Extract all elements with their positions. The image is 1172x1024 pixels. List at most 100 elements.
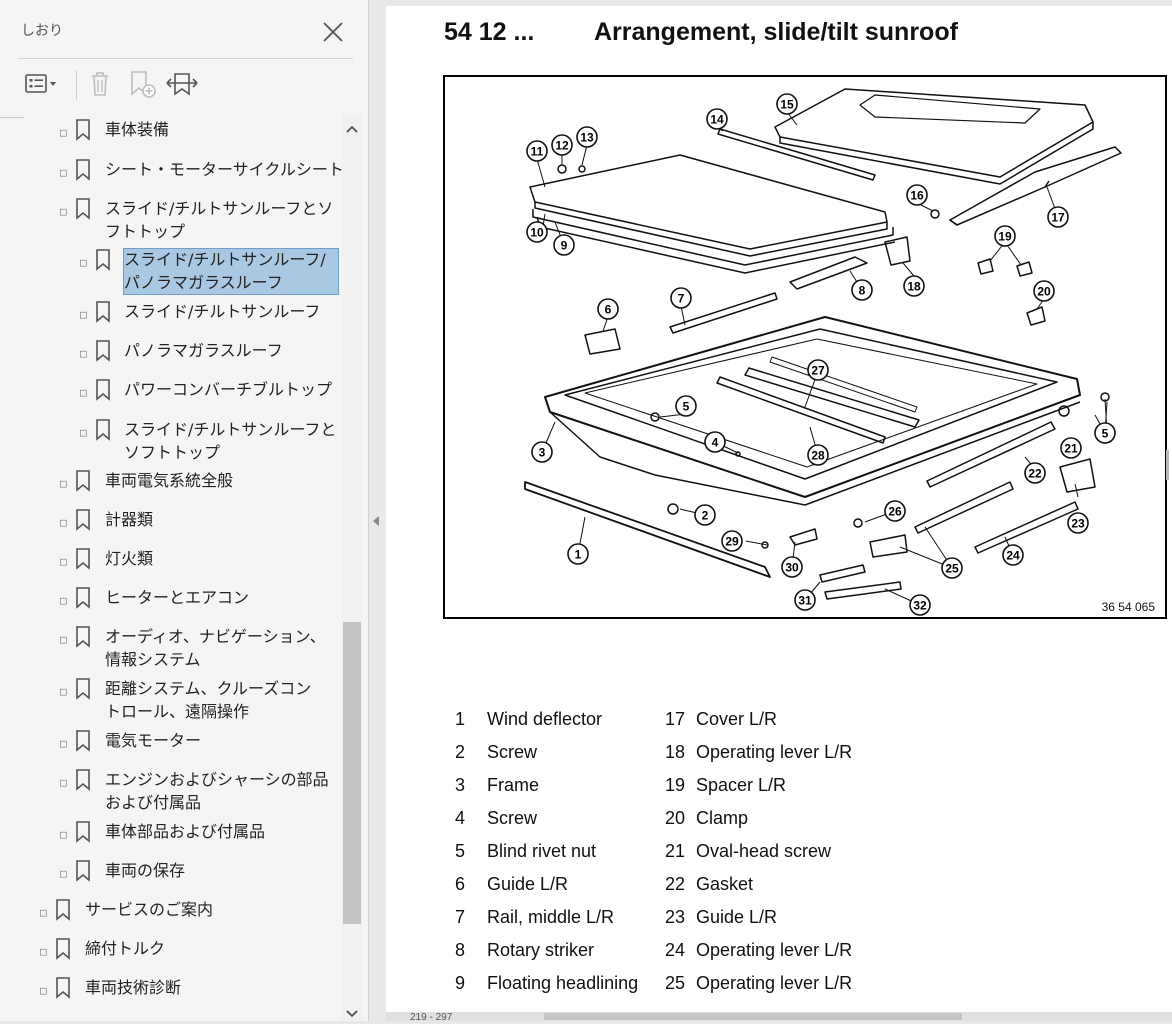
legend-text: Guide L/R bbox=[487, 874, 569, 894]
callout-marker: 5 bbox=[675, 395, 697, 417]
bookmark-label: スライド/チルトサンルーフとソフトトップ bbox=[105, 199, 334, 241]
bookmark-label: 車両技術診断 bbox=[85, 978, 182, 997]
bookmark-item[interactable]: □ スライド/チルトサンルーフとソフトトップ bbox=[0, 198, 342, 248]
bookmark-icon bbox=[55, 899, 71, 921]
bookmark-icon bbox=[75, 769, 91, 791]
expand-toggle-icon[interactable]: □ bbox=[60, 126, 67, 139]
expand-toggle-icon[interactable]: □ bbox=[60, 828, 67, 841]
expand-toggle-icon[interactable]: □ bbox=[60, 776, 67, 789]
bookmark-item[interactable]: □ 車両電気系統全般 bbox=[0, 470, 342, 497]
expand-toggle-icon[interactable]: □ bbox=[60, 594, 67, 607]
expand-toggle-icon[interactable]: □ bbox=[40, 906, 47, 919]
bookmark-label: ヒーターとエアコン bbox=[105, 588, 250, 607]
legend-number: 21 bbox=[664, 841, 685, 861]
bookmark-item[interactable]: □ 距離システム、クルーズコントロール、遠隔操作 bbox=[0, 678, 342, 728]
callout-marker: 29 bbox=[721, 530, 743, 552]
callout-number: 4 bbox=[712, 436, 719, 450]
splitter-handle[interactable] bbox=[1166, 450, 1169, 480]
callout-number: 28 bbox=[811, 449, 825, 463]
bookmark-item[interactable]: □ パワーコンバーチブルトップ bbox=[0, 379, 342, 406]
bookmark-item[interactable]: □オーディオ、ナビゲーション、情報システム bbox=[0, 626, 342, 676]
expand-toggle-icon[interactable]: □ bbox=[60, 516, 67, 529]
bookmark-item[interactable]: □ エンジンおよびシャーシの部品および付属品 bbox=[0, 769, 342, 819]
expand-bookmark-icon[interactable] bbox=[164, 66, 200, 102]
bookmark-item[interactable]: □スライド/チルトサンルーフ/パノラマガラスルーフ bbox=[0, 248, 342, 299]
bookmark-item[interactable]: □計器類 bbox=[0, 509, 342, 536]
bookmark-label: エンジンおよびシャーシの部品および付属品 bbox=[105, 770, 329, 812]
bookmark-item[interactable]: □スライド/チルトサンルーフとソフトトップ bbox=[0, 419, 342, 469]
bookmark-item[interactable]: □サービスのご案内 bbox=[0, 899, 342, 926]
bookmark-item[interactable]: □スライド/チルトサンルーフ bbox=[0, 301, 342, 328]
expand-toggle-icon[interactable]: □ bbox=[60, 555, 67, 568]
close-icon[interactable] bbox=[318, 18, 348, 48]
bookmark-label: シート・モーターサイクルシート bbox=[105, 160, 342, 179]
legend-number: 2 bbox=[454, 742, 465, 762]
bookmark-icon bbox=[75, 821, 91, 843]
callout-marker: 10 bbox=[526, 221, 548, 243]
expand-toggle-icon[interactable]: □ bbox=[80, 347, 87, 360]
bookmark-label: 車両電気系統全般 bbox=[105, 471, 234, 490]
expand-toggle-icon[interactable]: □ bbox=[80, 308, 87, 321]
expand-toggle-icon[interactable]: □ bbox=[40, 945, 47, 958]
callout-number: 14 bbox=[710, 113, 724, 127]
bookmark-item[interactable]: □締付トルク bbox=[0, 938, 342, 965]
legend-text: Floating headlining bbox=[487, 973, 639, 993]
bookmark-item[interactable]: □ 車体部品および付属品 bbox=[0, 821, 342, 848]
expand-toggle-icon[interactable]: □ bbox=[40, 984, 47, 997]
scroll-up-icon[interactable] bbox=[344, 122, 360, 138]
bookmark-icon bbox=[95, 301, 111, 323]
bookmark-label: 車体部品および付属品 bbox=[105, 822, 266, 841]
bookmark-item[interactable]: □ シート・モーターサイクルシート bbox=[0, 159, 342, 186]
expand-toggle-icon[interactable]: □ bbox=[60, 477, 67, 490]
expand-toggle-icon[interactable]: □ bbox=[80, 386, 87, 399]
options-list-icon[interactable] bbox=[22, 66, 62, 102]
new-bookmark-icon[interactable] bbox=[124, 66, 160, 102]
callout-marker: 13 bbox=[576, 126, 598, 148]
bookmark-item[interactable]: □灯火類 bbox=[0, 548, 342, 575]
bookmark-label: 電気モーター bbox=[105, 731, 202, 750]
callout-number: 27 bbox=[811, 364, 825, 378]
legend-number: 18 bbox=[664, 742, 685, 762]
expand-toggle-icon[interactable]: □ bbox=[60, 633, 67, 646]
callout-number: 32 bbox=[913, 599, 927, 613]
trash-icon[interactable] bbox=[84, 66, 116, 102]
bookmark-item[interactable]: □ ヒーターとエアコン bbox=[0, 587, 342, 614]
bookmark-item[interactable]: □ 電気モーター bbox=[0, 730, 342, 757]
bookmark-item[interactable]: □パノラマガラスルーフ bbox=[0, 340, 342, 367]
legend-number: 1 bbox=[454, 709, 465, 729]
expand-toggle-icon[interactable]: □ bbox=[60, 685, 67, 698]
legend-text: Guide L/R bbox=[696, 907, 778, 927]
scrollbar-thumb[interactable] bbox=[343, 622, 361, 924]
expand-toggle-icon[interactable]: □ bbox=[60, 166, 67, 179]
bookmark-item[interactable]: □車体装備 bbox=[0, 119, 342, 146]
callout-marker: 11 bbox=[526, 140, 548, 162]
bookmark-item[interactable]: □車両の保存 bbox=[0, 860, 342, 887]
expand-toggle-icon[interactable]: □ bbox=[80, 256, 87, 269]
bookmark-item[interactable]: □ 車両技術診断 bbox=[0, 977, 342, 1004]
page-indicator: 219 - 297 bbox=[410, 1012, 453, 1023]
horizontal-scroll-thumb[interactable] bbox=[544, 1013, 962, 1020]
collapse-pane-icon[interactable] bbox=[369, 510, 383, 532]
bookmark-label: パワーコンバーチブルトップ bbox=[124, 380, 333, 399]
expand-toggle-icon[interactable]: □ bbox=[60, 737, 67, 750]
scroll-down-icon[interactable] bbox=[344, 1008, 360, 1024]
callout-marker: 18 bbox=[903, 275, 925, 297]
bookmark-icon bbox=[75, 509, 91, 531]
legend-text: Operating lever L/R bbox=[696, 940, 853, 960]
callout-number: 11 bbox=[531, 145, 544, 159]
expand-toggle-icon[interactable]: □ bbox=[60, 867, 67, 880]
bookmark-icon bbox=[55, 977, 71, 999]
expand-toggle-icon[interactable]: □ bbox=[60, 205, 67, 218]
callout-number: 5 bbox=[1102, 427, 1109, 441]
callout-number: 19 bbox=[998, 230, 1012, 244]
bookmark-icon bbox=[95, 379, 111, 401]
expand-toggle-icon[interactable]: □ bbox=[80, 426, 87, 439]
section-code: 54 12 ... bbox=[444, 18, 535, 46]
legend-text: Gasket bbox=[696, 874, 754, 894]
bookmark-label: 距離システム、クルーズコントロール、遠隔操作 bbox=[105, 679, 312, 721]
bookmark-icon bbox=[55, 938, 71, 960]
legend-text: Cover L/R bbox=[696, 709, 778, 729]
callout-number: 22 bbox=[1028, 467, 1042, 481]
callout-number: 16 bbox=[910, 189, 924, 203]
